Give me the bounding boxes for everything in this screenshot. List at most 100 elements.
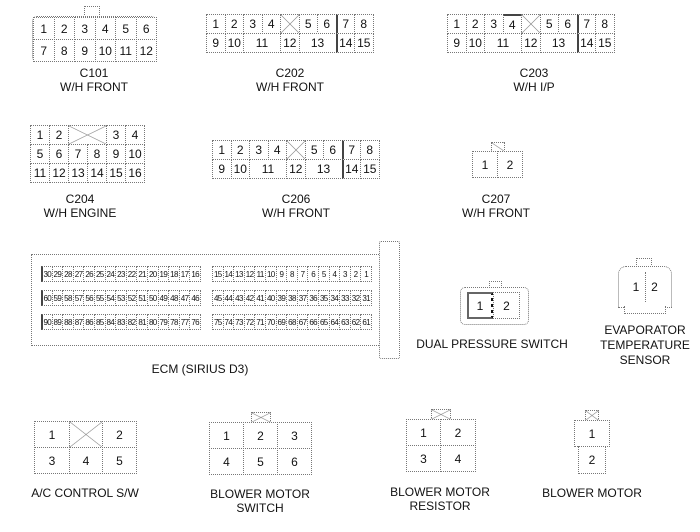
ecm-pin: 46 [189, 290, 201, 306]
pin: 2 [440, 419, 476, 446]
c206-id: C206 [281, 192, 311, 206]
c203-harness: W/H I/P [513, 80, 555, 94]
pin: 3 [243, 14, 263, 34]
pin: 13 [539, 33, 578, 53]
pin: 14 [576, 33, 596, 53]
pin: 9 [206, 33, 226, 53]
pin: 15 [354, 33, 374, 53]
pin: 4 [440, 445, 476, 472]
pin: 9 [212, 159, 232, 179]
pin: 11 [249, 159, 287, 179]
pin: 12 [49, 163, 69, 183]
pin: 6 [49, 144, 69, 164]
bmr-name-1: BLOWER MOTOR [390, 485, 490, 499]
c101-latch [84, 6, 100, 17]
evap-name-1: EVAPORATOR [604, 323, 686, 337]
evap-latch [636, 258, 652, 267]
pin: 7 [68, 144, 88, 164]
ecm-name: ECM (SIRIUS D3) [151, 362, 249, 376]
pin: 13 [298, 33, 337, 53]
pin: 8 [354, 14, 374, 34]
pin: 3 [249, 140, 269, 160]
c202-id: C202 [275, 66, 305, 80]
pin-blank [280, 14, 300, 34]
pin: 1 [472, 151, 498, 178]
pin: 2 [497, 151, 523, 178]
pin: 2 [243, 422, 278, 449]
pin: 16 [125, 163, 145, 183]
pin: 8 [595, 14, 615, 34]
pin: 6 [323, 140, 343, 160]
pin: 2 [645, 272, 663, 302]
c101-harness: W/H FRONT [60, 80, 128, 94]
pin: 9 [447, 33, 467, 53]
pin: 12 [521, 33, 541, 53]
dps-latch [489, 281, 502, 288]
pin: 1 [406, 419, 441, 446]
pin: 2 [230, 140, 250, 160]
evap-skirt [624, 306, 666, 314]
pin: 2 [49, 125, 69, 145]
ac-control-name: A/C CONTROL S/W [31, 486, 139, 500]
pin: 3 [34, 447, 70, 474]
pin: 1 [212, 140, 232, 160]
pin: 3 [277, 422, 312, 449]
pin: 13 [304, 159, 343, 179]
c206-harness: W/H FRONT [262, 206, 330, 220]
pin: 1 [34, 421, 70, 448]
ecm-pin: 16 [189, 266, 201, 282]
pin: 4 [94, 17, 116, 40]
pin: 2 [465, 14, 485, 34]
pin: 4 [125, 125, 145, 145]
pin: 1 [33, 17, 55, 40]
bmr-name-2: RESISTOR [409, 499, 471, 513]
pin-blank [69, 421, 103, 448]
pin: 5 [115, 17, 137, 40]
pin: 14 [341, 159, 361, 179]
ecm-pin: 31 [360, 290, 372, 306]
pin: 7 [335, 14, 355, 34]
c202-harness: W/H FRONT [256, 80, 324, 94]
pin: 9 [74, 39, 96, 62]
pin: 15 [360, 159, 380, 179]
pin: 10 [224, 33, 244, 53]
c204-id: C204 [65, 192, 95, 206]
pin: 4 [502, 14, 522, 34]
pin: 1 [627, 272, 645, 302]
evap-name-2: TEMPERATURE [600, 338, 690, 352]
pin: 5 [298, 14, 318, 34]
pin-blank [68, 125, 107, 145]
pin: 2 [578, 446, 606, 474]
ecm-pin: 1 [360, 266, 372, 282]
pin: 13 [68, 163, 88, 183]
pin: 1 [30, 125, 50, 145]
pin: 10 [125, 144, 145, 164]
pin: 8 [87, 144, 107, 164]
pin: 8 [360, 140, 380, 160]
pin: 14 [335, 33, 355, 53]
pin: 6 [558, 14, 578, 34]
pin: 12 [135, 39, 157, 62]
pin: 4 [209, 448, 244, 475]
bm-name: BLOWER MOTOR [542, 486, 642, 500]
pin: 1 [447, 14, 467, 34]
pin: 10 [230, 159, 250, 179]
bms-name-1: BLOWER MOTOR [210, 487, 310, 501]
pin: 15 [595, 33, 615, 53]
pin: 11 [484, 33, 522, 53]
c207-id: C207 [481, 192, 511, 206]
pin: 6 [135, 17, 157, 40]
pin: 3 [106, 125, 126, 145]
pin: 5 [102, 447, 137, 474]
pin: 1 [467, 292, 494, 319]
pin: 1 [209, 422, 244, 449]
pin: 3 [484, 14, 504, 34]
pin: 12 [286, 159, 306, 179]
pin: 11 [115, 39, 137, 62]
pin: 4 [267, 140, 287, 160]
pin: 14 [87, 163, 107, 183]
pin: 7 [576, 14, 596, 34]
pin: 5 [304, 140, 324, 160]
pin: 11 [30, 163, 50, 183]
pin: 2 [493, 292, 520, 319]
